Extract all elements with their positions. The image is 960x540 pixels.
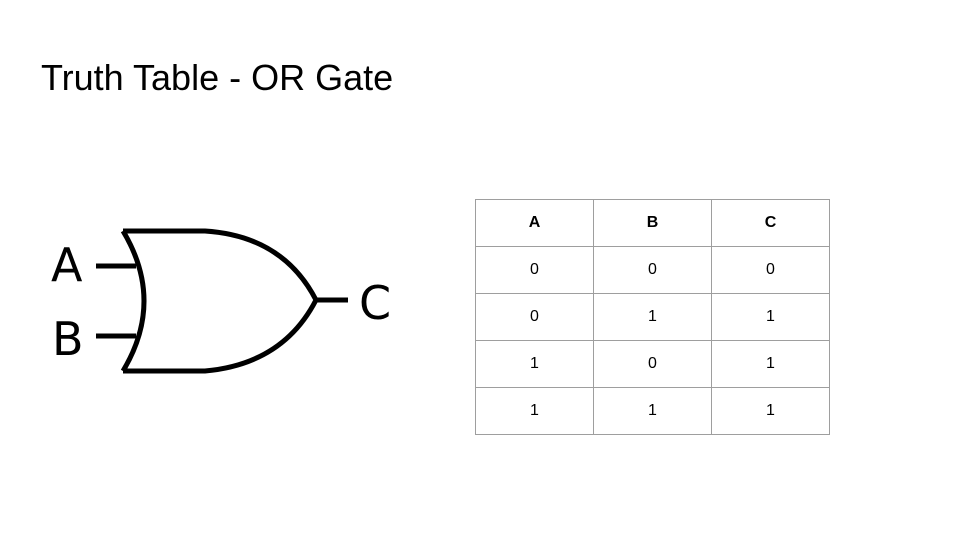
- table-cell: 1: [475, 387, 594, 435]
- or-gate-diagram: A B C: [51, 228, 391, 374]
- table-cell: 1: [711, 387, 830, 435]
- or-gate-body: [123, 228, 319, 374]
- table-cell: 1: [593, 387, 712, 435]
- or-gate-input-arc: [120, 229, 147, 373]
- truth-table: A B C 0 0 0 0 1 1 1 0 1 1 1 1: [475, 199, 830, 435]
- table-cell: 0: [475, 293, 594, 341]
- truth-table-header-row: A B C: [475, 199, 830, 247]
- table-cell: 0: [711, 246, 830, 294]
- table-cell: 1: [711, 293, 830, 341]
- table-cell: 0: [475, 246, 594, 294]
- input-b-label: B: [52, 312, 84, 366]
- header-b: B: [593, 199, 712, 247]
- table-cell: 1: [475, 340, 594, 388]
- header-a: A: [475, 199, 594, 247]
- table-row: 0 0 0: [475, 246, 830, 294]
- table-cell: 0: [593, 340, 712, 388]
- slide-title: Truth Table - OR Gate: [41, 57, 394, 98]
- header-c: C: [711, 199, 830, 247]
- output-c-label: C: [359, 276, 391, 330]
- table-row: 0 1 1: [475, 293, 830, 341]
- table-row: 1 1 1: [475, 387, 830, 435]
- table-cell: 1: [593, 293, 712, 341]
- table-row: 1 0 1: [475, 340, 830, 388]
- table-cell: 0: [593, 246, 712, 294]
- input-a-label: A: [51, 238, 83, 292]
- table-cell: 1: [711, 340, 830, 388]
